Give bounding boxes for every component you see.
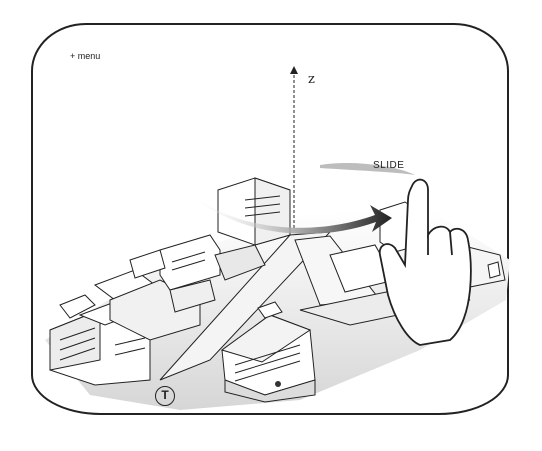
z-axis-label: z bbox=[308, 72, 315, 87]
menu-button[interactable]: + menu bbox=[70, 51, 101, 61]
tower-building bbox=[217, 177, 291, 246]
buildings-left bbox=[49, 234, 266, 386]
location-marker bbox=[275, 381, 281, 387]
transit-icon[interactable]: T bbox=[155, 386, 175, 406]
z-axis-icon bbox=[290, 66, 298, 228]
slide-gesture-label: SLIDE bbox=[373, 160, 405, 171]
slide-arrow-icon bbox=[185, 163, 415, 234]
hand-icon bbox=[378, 178, 472, 346]
front-building bbox=[220, 301, 316, 403]
